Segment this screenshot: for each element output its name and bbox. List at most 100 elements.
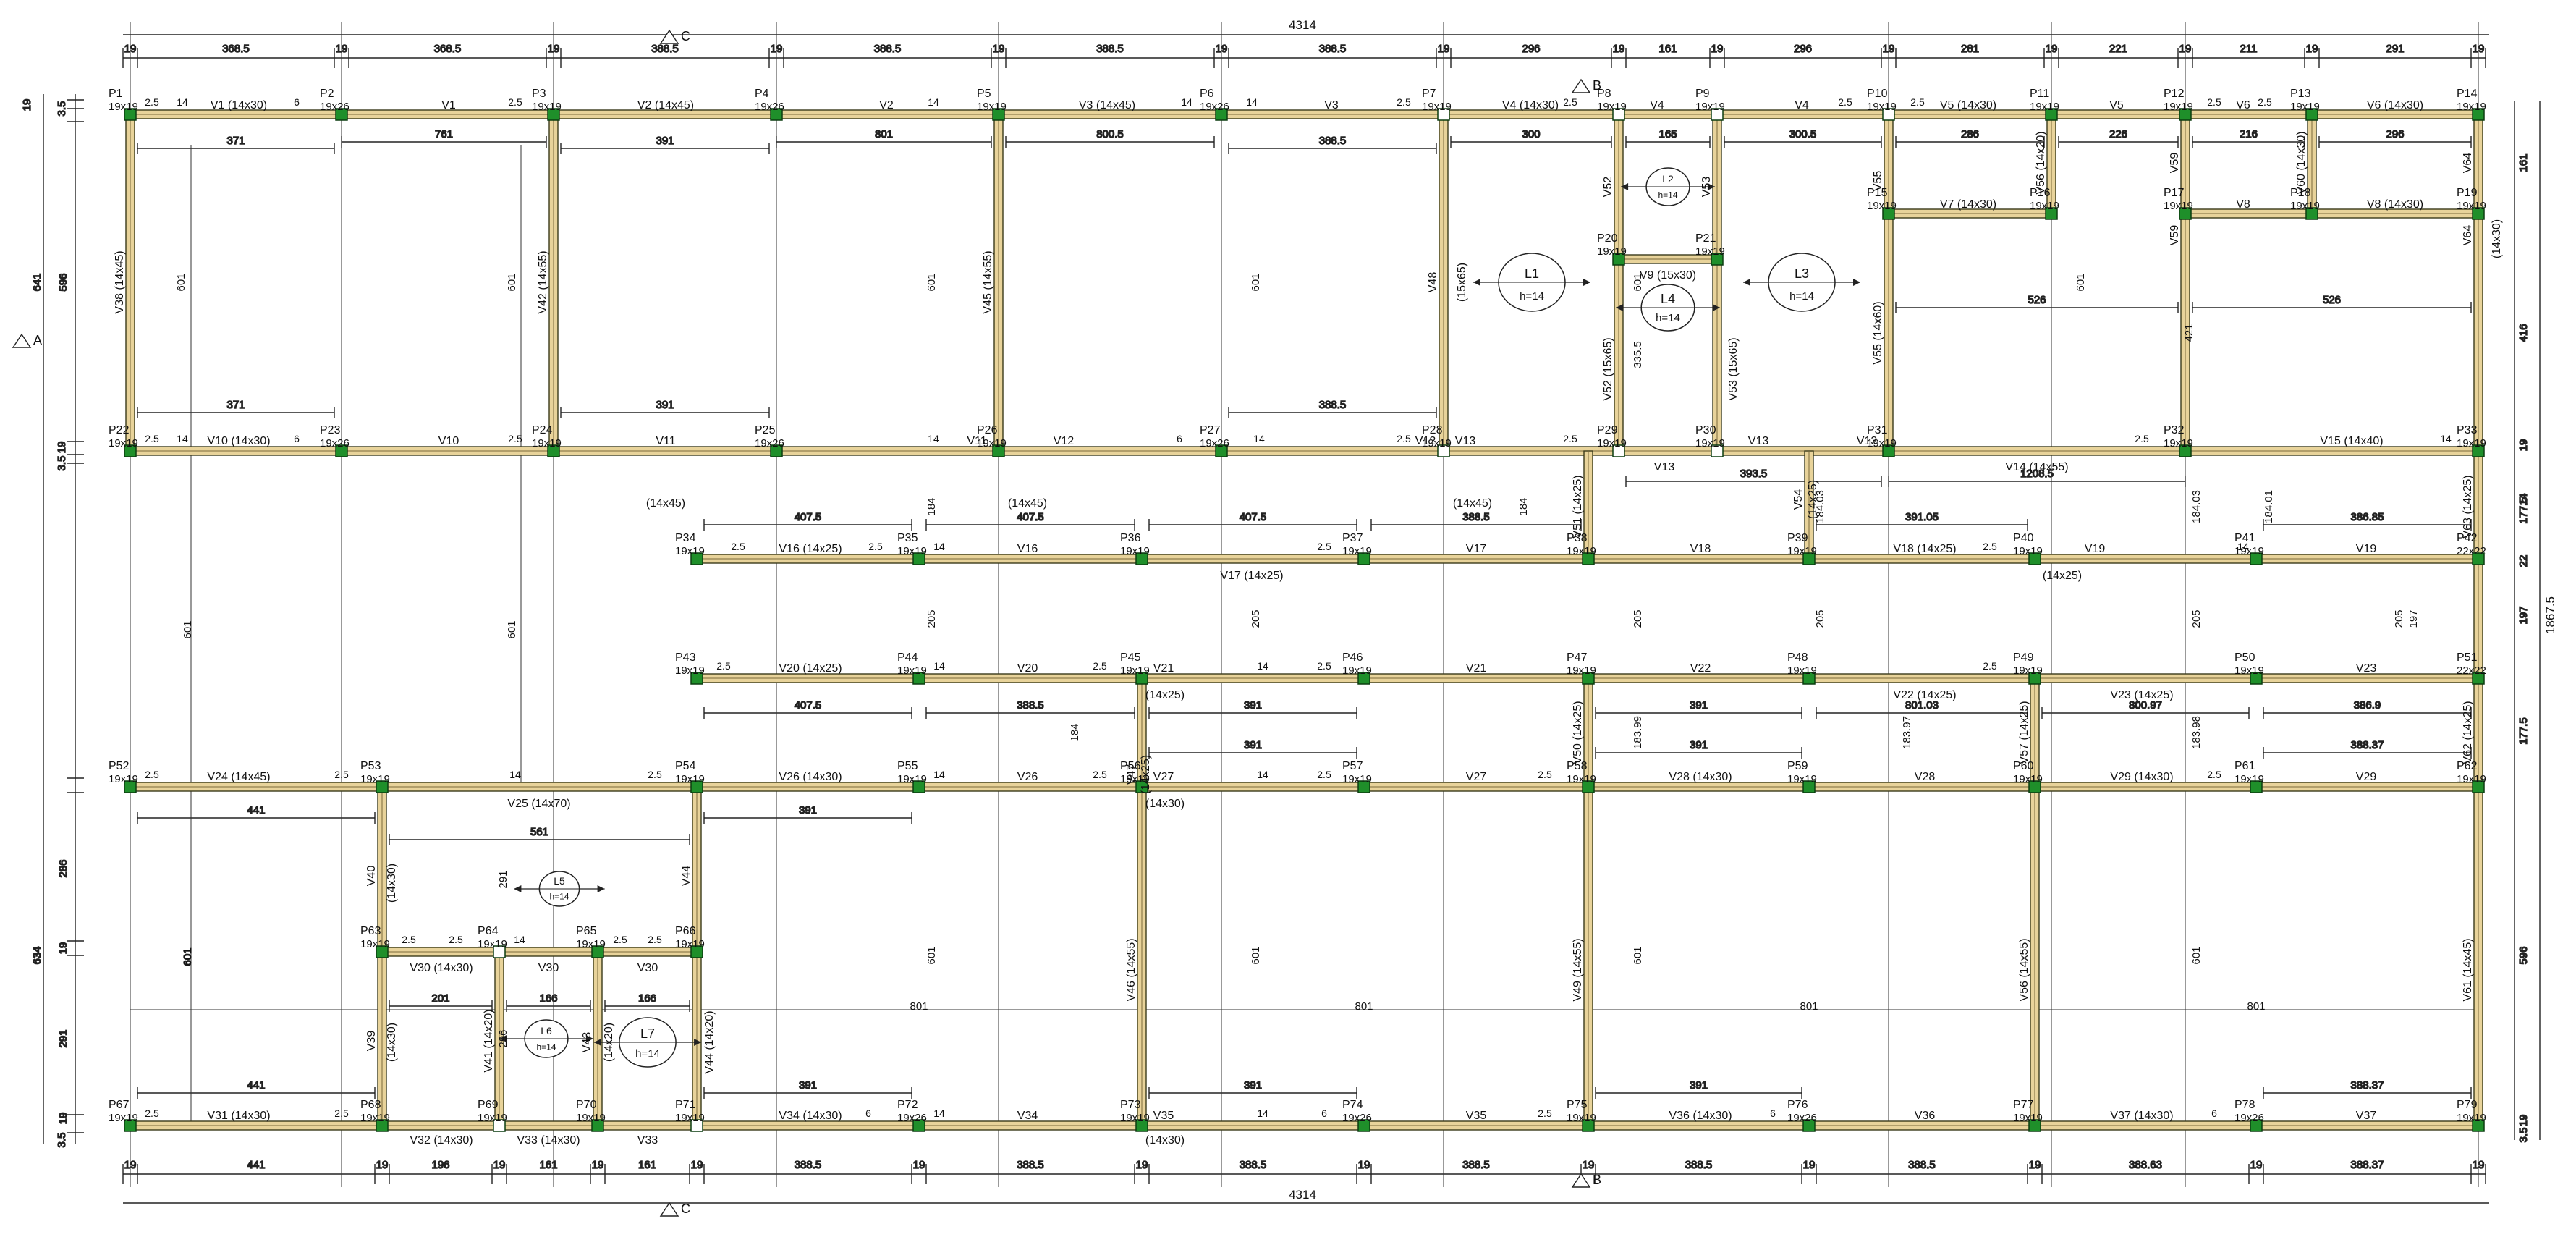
dimension-text: 183.98 [2190, 716, 2203, 749]
pillar-size: 19x19 [1422, 101, 1452, 113]
beam-v8 [2185, 208, 2479, 219]
pillar-size: 19x19 [1120, 1112, 1150, 1124]
inner-dimension: 391.05 [1816, 510, 2028, 531]
beam-label: V1 (14x30) [211, 99, 267, 111]
dimension-text: 335.5 [1632, 341, 1644, 368]
beam-label: V51 (14x25) [1572, 475, 1584, 538]
dimension-text: 388.63 [2129, 1159, 2162, 1171]
pillar-id: P63 [360, 925, 381, 937]
offset-dimension: 2.5 [334, 1107, 349, 1119]
beam-v59 [2180, 114, 2190, 452]
pillar-id: P14 [2457, 88, 2478, 100]
pillar-size: 19x19 [109, 437, 138, 449]
pillar-size: 19x19 [1342, 545, 1372, 557]
inner-dimension: 800.97 [2041, 698, 2250, 719]
inner-dimension: 391 [1595, 698, 1802, 719]
dimension-text: 393.5 [1740, 468, 1768, 480]
pillar-size: 19x19 [1342, 773, 1372, 785]
pillar-id: P73 [1120, 1099, 1141, 1111]
beam-label: V42 (14x55) [537, 250, 549, 313]
dimension-text: 291 [497, 870, 509, 888]
pillar-size: 19x19 [360, 773, 390, 785]
pillar-size: 19x19 [2457, 1112, 2486, 1124]
dimension-text: 19 [1583, 1159, 1595, 1171]
inner-dimension: 1208.5 [1888, 467, 2186, 487]
dimension-text: 184 [925, 497, 938, 515]
beam-label: V24 (14x45) [207, 771, 270, 783]
pillar-id: P52 [109, 760, 130, 772]
beam-label: V29 [2356, 771, 2377, 783]
section-marker-c: C [659, 29, 690, 44]
beam-vertical-upper-1 [548, 114, 559, 452]
beam-label: V33 [637, 1134, 658, 1147]
pillar-id: P39 [1787, 532, 1808, 544]
offset-dimension: 2.5 [1317, 769, 1331, 780]
pillar-id: P54 [675, 760, 696, 772]
beam-label: V49 (14x55) [1572, 938, 1584, 1001]
beam-label: V5 (14x30) [1940, 99, 1996, 111]
pillar-id: P47 [1567, 651, 1588, 664]
pillar-id: P17 [2164, 187, 2185, 199]
beam-label: V57 (14x25) [2018, 701, 2030, 764]
beam-label: V2 (14x45) [637, 99, 694, 111]
beam-label: V7 (14x30) [1940, 198, 1996, 211]
offset-dimension: 14 [177, 433, 188, 444]
pillar-id: P30 [1695, 424, 1716, 436]
beam-label: V19 [2085, 543, 2106, 555]
dimension-text: 161 [638, 1159, 656, 1171]
offset-dimension: 2.5 [648, 769, 662, 780]
dimension-text: 216 [2240, 128, 2258, 140]
offset-dimension: 2.5 [1563, 433, 1577, 444]
beam-label: V31 (14x30) [207, 1110, 270, 1122]
beam-layer [125, 109, 2483, 1131]
dimension-text: 601 [925, 273, 938, 291]
dimension-text: 205 [2393, 609, 2405, 628]
pillar-size: 19x19 [977, 101, 1007, 113]
offset-dimension: 2.5 [716, 660, 731, 672]
offset-dimension: 2.5 [648, 934, 662, 945]
dimension-text: 407.5 [795, 699, 822, 712]
dimension-text: 388.5 [1685, 1159, 1713, 1171]
pillar-id: P56 [1120, 760, 1141, 772]
inner-dimension: 391 [1148, 1078, 1357, 1099]
beam-label: V13 [1857, 435, 1878, 447]
beam-label: (14x25) [2043, 570, 2082, 582]
dimension-text: 3.5 [56, 101, 68, 117]
beam-label: V22 [1690, 662, 1711, 675]
pillar-size: 19x19 [2030, 200, 2059, 212]
pillar-id: P33 [2457, 424, 2478, 436]
slab-name: L2 [1662, 173, 1674, 185]
beam-label: V60 (14x30) [2295, 131, 2308, 194]
beam-label: (14x45) [1453, 497, 1492, 510]
beam-label: V53 [1700, 177, 1713, 198]
pillar-size: 19x19 [109, 773, 138, 785]
pillar-id: P8 [1597, 88, 1611, 100]
offset-dimension: 14 [1253, 433, 1265, 444]
pillar-size: 19x19 [1567, 1112, 1596, 1124]
dimension-text: 19 [21, 99, 33, 111]
pillar-id: P45 [1120, 651, 1141, 664]
offset-dimension: 14 [1181, 96, 1192, 108]
dimension-text: 391 [1690, 699, 1708, 712]
pillar-size: 19x19 [675, 1112, 705, 1124]
slab-l2: L2h=14 [1621, 167, 1715, 206]
beam-label: (14x30) [1145, 1134, 1185, 1147]
